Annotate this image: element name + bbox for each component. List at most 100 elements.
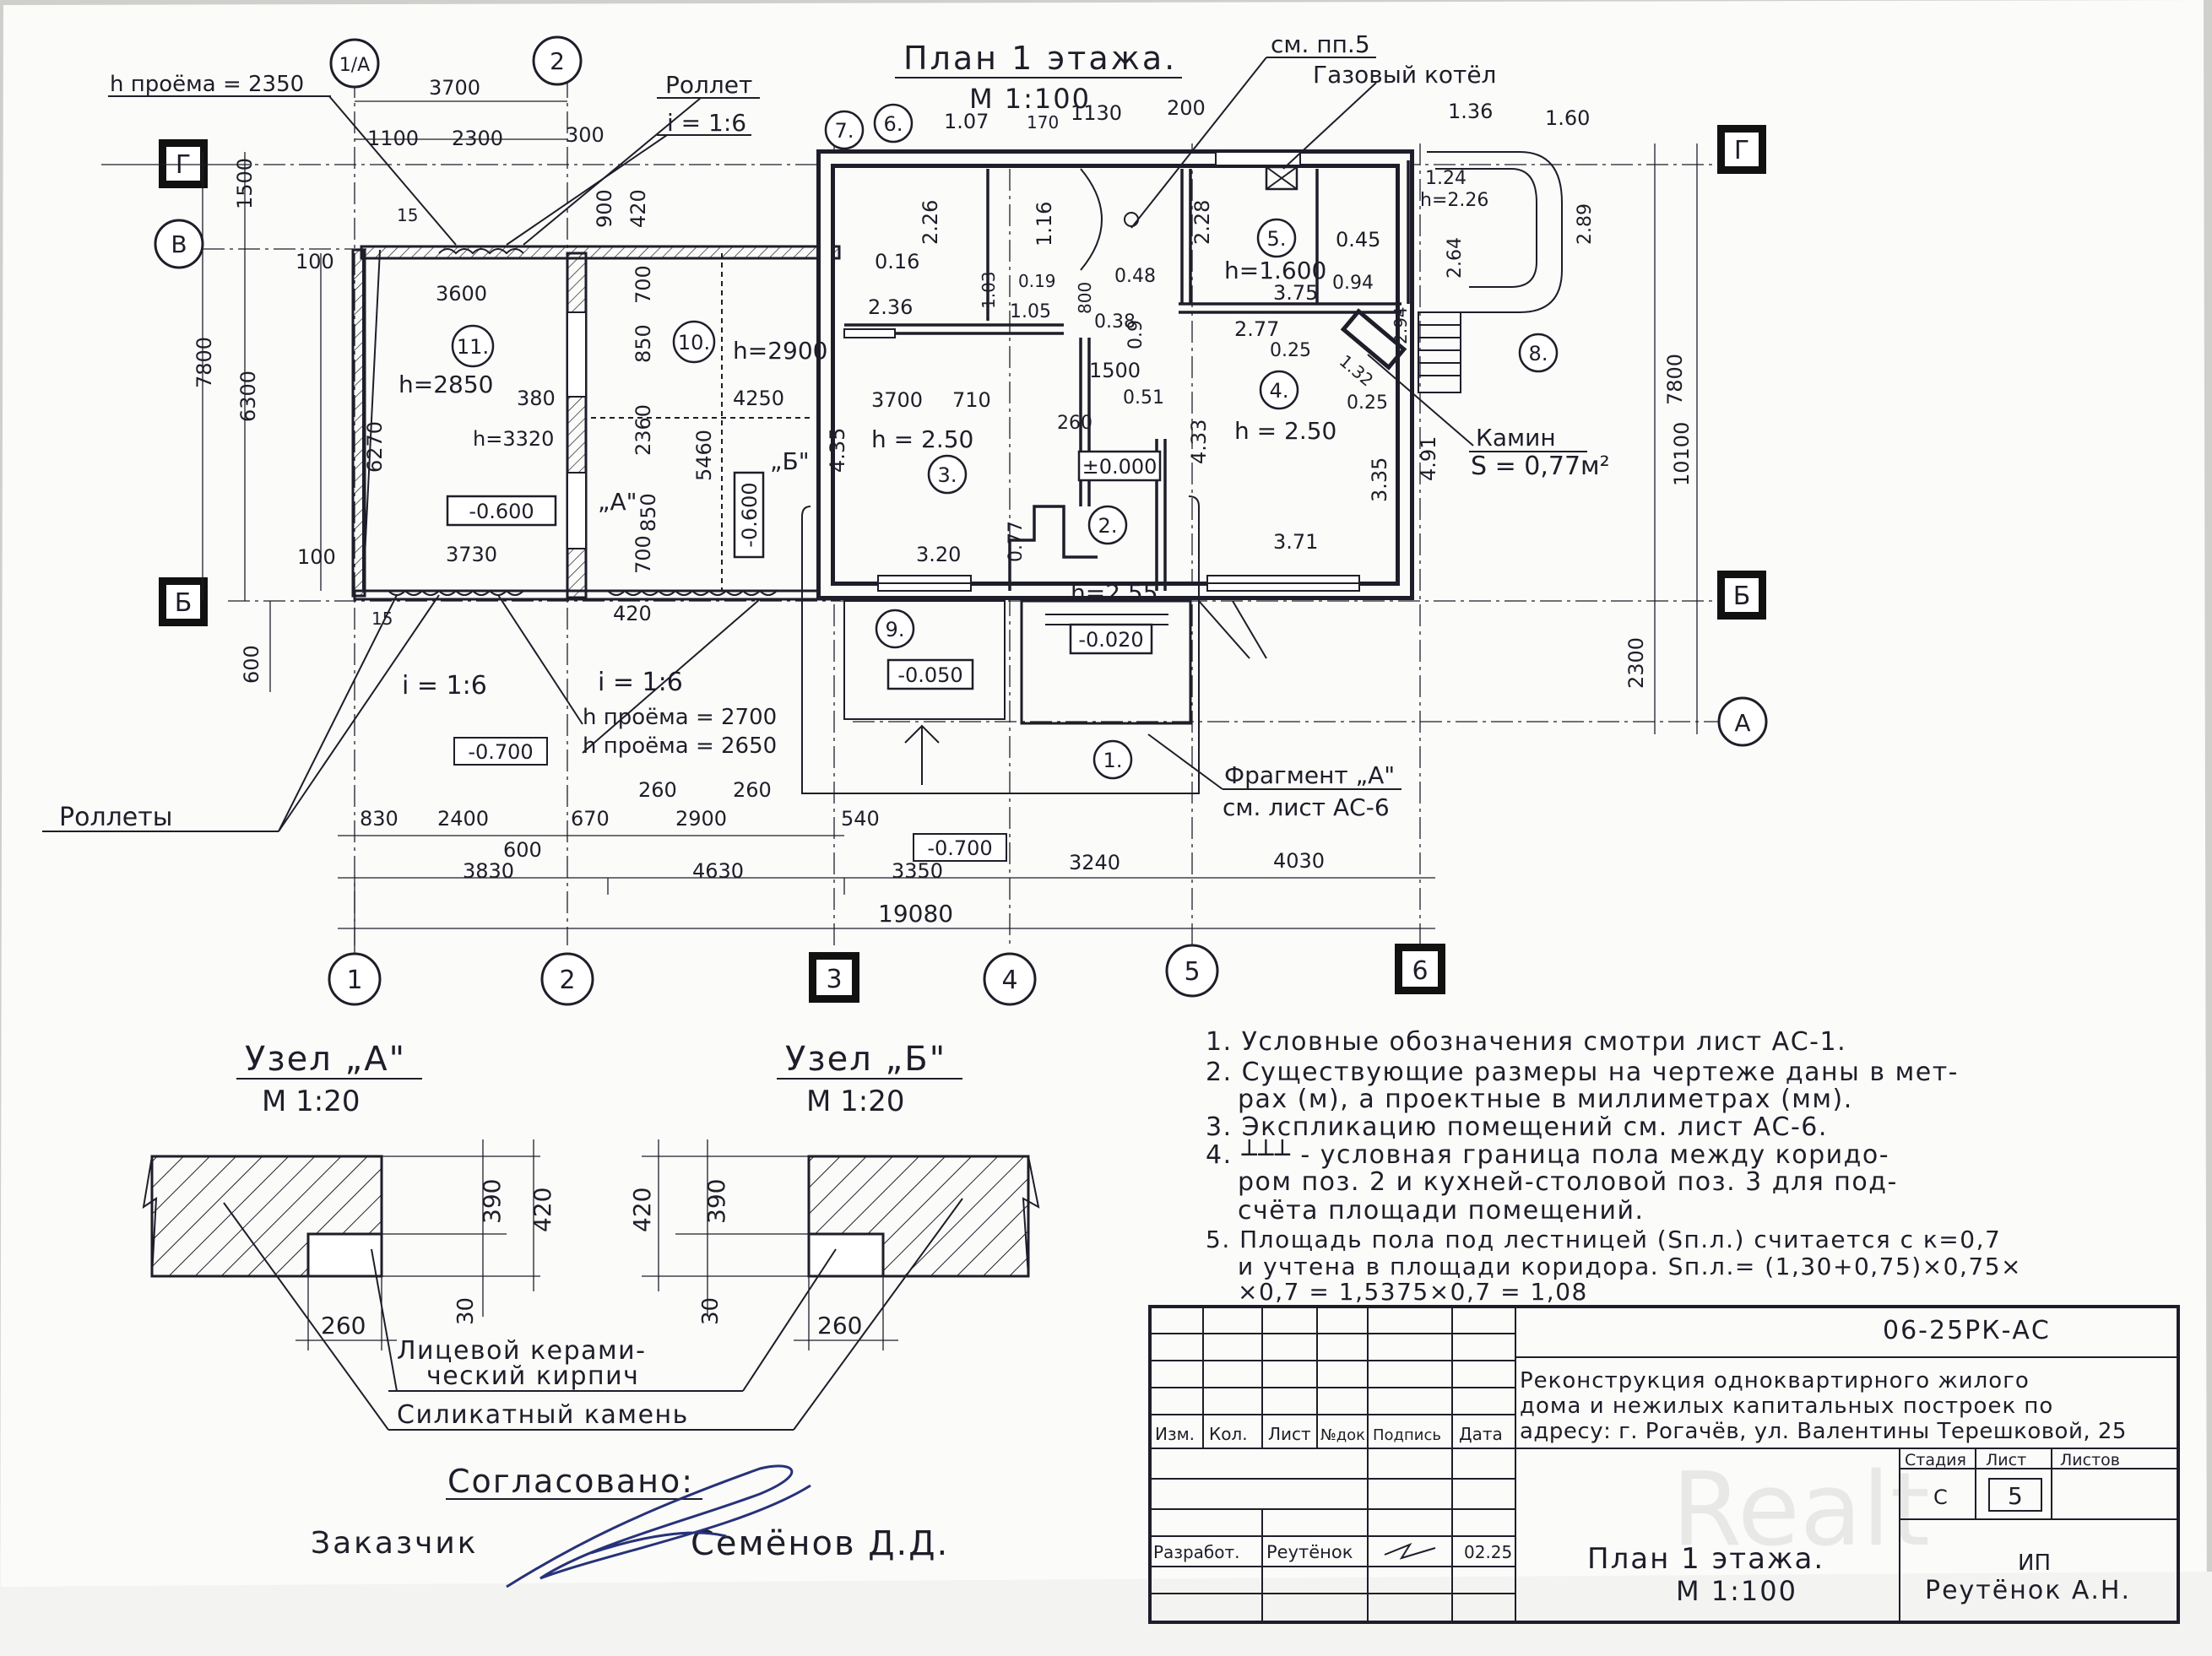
svg-text:4250: 4250 [733,387,784,410]
svg-text:3.35: 3.35 [1368,457,1391,502]
svg-text:0.77: 0.77 [1006,521,1027,562]
svg-text:30: 30 [698,1297,724,1325]
svg-text:М 1:100: М 1:100 [1676,1575,1797,1607]
svg-text:4. ┴┴┴ - условная граница пола: 4. ┴┴┴ - условная граница пола между кор… [1206,1139,1889,1170]
svg-text:0.51: 0.51 [1123,387,1164,409]
dim-lines [101,100,1698,954]
node-labels: Лицевой керами- ческий кирпич Силикатный… [223,1198,963,1431]
svg-text:2.26: 2.26 [919,200,942,245]
svg-text:390: 390 [478,1179,506,1224]
svg-text:8.: 8. [1529,342,1548,365]
svg-text:3830: 3830 [463,859,514,883]
dimensions: 3700 1100 2300 300 1.07 170 1130 200 1.3… [192,76,1694,928]
svg-text:Узел „А": Узел „А" [245,1040,406,1079]
svg-text:19080: 19080 [878,900,953,928]
plan-scale: М 1:100 [969,83,1091,115]
svg-text:S = 0,77м²: S = 0,77м² [1471,452,1610,481]
svg-text:10.: 10. [678,331,710,354]
svg-text:h проёма = 2650: h проёма = 2650 [583,733,777,759]
svg-text:1: 1 [346,966,362,995]
watermark: Realt [1672,1452,1930,1569]
svg-text:260: 260 [1057,413,1092,434]
svg-text:Лист: Лист [1986,1451,2026,1469]
svg-text:Разработ.: Разработ. [1153,1542,1239,1562]
svg-text:900: 900 [593,189,616,228]
axis-marker-1a [329,38,380,89]
svg-text:2360: 2360 [632,404,655,456]
axis-marker-a [1717,696,1768,747]
svg-text:h=2900: h=2900 [733,337,827,365]
svg-text:Семёнов Д.Д.: Семёнов Д.Д. [691,1524,949,1563]
svg-text:i = 1:6: i = 1:6 [598,668,683,697]
svg-text:Изм.: Изм. [1155,1424,1195,1444]
svg-text:Роллеты: Роллеты [59,803,172,832]
svg-text:Лицевой керами-: Лицевой керами- [397,1336,646,1366]
svg-text:06-25РК-АС: 06-25РК-АС [1883,1316,2051,1345]
plan-title: План 1 этажа. [903,40,1177,77]
svg-text:260: 260 [321,1312,366,1339]
svg-text:6: 6 [1412,956,1428,986]
svg-text:1500: 1500 [233,158,257,209]
svg-text:Фрагмент „А": Фрагмент „А" [1224,761,1395,789]
svg-text:5.: 5. [1267,227,1287,251]
notes: 1. Условные обозначения смотри лист АС-1… [1206,1027,2020,1306]
svg-text:200: 200 [1167,96,1206,120]
svg-text:1/А: 1/А [339,55,370,76]
svg-text:3700: 3700 [871,388,923,412]
svg-text:0.19: 0.19 [1018,271,1056,291]
axis-marker-4 [983,952,1037,1006]
svg-text:Кол.: Кол. [1209,1424,1248,1444]
svg-text:0.9: 0.9 [1125,320,1147,349]
approval-block: Согласовано: Заказчик Семёнов Д.Д. [311,1463,949,1588]
svg-text:3240: 3240 [1069,851,1120,874]
windows [567,151,1360,592]
svg-text:260: 260 [733,778,772,802]
svg-text:6.: 6. [884,112,903,136]
svg-text:15: 15 [371,609,393,629]
svg-text:3.71: 3.71 [1273,530,1318,554]
svg-text:М 1:20: М 1:20 [262,1085,361,1118]
svg-text:420: 420 [626,189,650,228]
svg-text:2.77: 2.77 [1234,317,1279,341]
svg-text:0.94: 0.94 [1332,273,1374,294]
room-heights: h=2.55 h = 2.50 h = 2.50 h=1.600 h=2900 … [398,257,1336,607]
axis-markers: Г В Б Г Б А 1/А 2 1 2 3 4 5 6 [154,35,1768,1006]
svg-text:3730: 3730 [446,543,497,566]
svg-text:„А": „А" [598,488,637,516]
svg-text:h проёма = 2350: h проёма = 2350 [110,72,304,97]
svg-text:i = 1:6: i = 1:6 [667,109,746,137]
svg-text:5: 5 [1184,957,1200,987]
svg-text:×0,7 = 1,5375×0,7 = 1,08: ×0,7 = 1,5375×0,7 = 1,08 [1238,1278,1588,1306]
svg-text:10100: 10100 [1670,422,1694,486]
svg-text:№док.: №док. [1320,1426,1370,1444]
svg-text:3.: 3. [938,463,957,487]
svg-text:02.25: 02.25 [1464,1542,1512,1562]
svg-text:170: 170 [1027,112,1059,133]
svg-text:30: 30 [453,1297,479,1325]
svg-text:11.: 11. [457,335,489,359]
plan-walls [351,149,1414,601]
svg-text:670: 670 [571,807,610,831]
axis-marker-2 [540,952,594,1006]
svg-text:420: 420 [628,1188,656,1232]
svg-text:5460: 5460 [692,430,716,481]
svg-text:4.91: 4.91 [1417,436,1440,481]
svg-text:0.45: 0.45 [1336,228,1380,252]
svg-text:А: А [1734,709,1750,737]
svg-text:ческий кирпич: ческий кирпич [426,1361,639,1391]
signature [506,1464,811,1588]
svg-text:1130: 1130 [1071,101,1122,125]
svg-text:Дата: Дата [1459,1424,1503,1444]
svg-text:1100: 1100 [367,127,419,150]
svg-text:850: 850 [637,493,660,532]
svg-text:600: 600 [240,645,263,684]
axis-marker-5 [1165,944,1219,998]
svg-text:420: 420 [529,1188,556,1232]
svg-text:Камин: Камин [1476,424,1556,452]
svg-text:300: 300 [566,123,605,147]
svg-text:-0.700: -0.700 [927,836,992,860]
svg-text:ром поз. 2 и кухней-столовой п: ром поз. 2 и кухней-столовой поз. 3 для … [1238,1167,1898,1197]
svg-text:2. Существующие размеры на чер: 2. Существующие размеры на чертеже даны … [1206,1058,1959,1087]
svg-text:-0.050: -0.050 [897,663,962,687]
svg-text:h=3320: h=3320 [473,427,554,451]
